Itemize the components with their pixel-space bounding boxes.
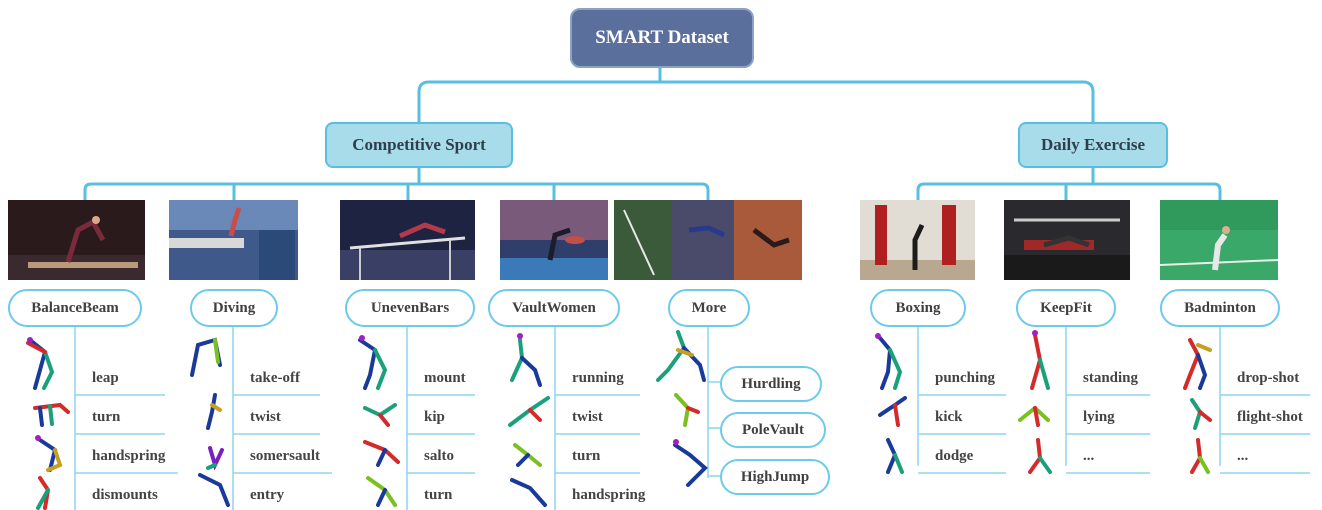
- sport-pill-more: More: [668, 289, 750, 327]
- pose-skeleton-icon: [1028, 438, 1052, 474]
- pose-skeleton-icon: [513, 443, 542, 467]
- sport-label: Badminton: [1184, 299, 1256, 316]
- pose-skeleton-icon: [36, 476, 51, 510]
- action-label: ...: [1237, 448, 1249, 464]
- action-label: kick: [935, 409, 963, 425]
- pose-skeleton-icon: [206, 446, 224, 471]
- pose-skeleton-icon: [1190, 438, 1210, 474]
- action-label: turn: [572, 448, 601, 464]
- action-label: mount: [424, 370, 466, 386]
- pose-skeleton-icon: [1018, 405, 1050, 427]
- action-label: lying: [1083, 409, 1115, 425]
- pose-skeleton-icon: [510, 478, 547, 507]
- pose-skeleton-icon: [1183, 338, 1212, 390]
- pose-skeleton-icon: [35, 435, 63, 472]
- pose-skeleton-icon: [363, 440, 400, 467]
- sport-label: More: [691, 299, 727, 316]
- category-competitive-sport: Competitive Sport: [325, 122, 513, 168]
- pose-skeleton-icon: [33, 402, 70, 427]
- sport-pill-vaultwomen: VaultWomen: [488, 289, 620, 327]
- sport-label: BalanceBeam: [31, 299, 119, 316]
- action-label: twist: [250, 409, 281, 425]
- thumbnail-keepfit: [1004, 200, 1130, 280]
- action-label: leap: [92, 370, 119, 386]
- sport-pill-boxing: Boxing: [870, 289, 966, 327]
- action-label: salto: [424, 448, 454, 464]
- sport-pill-balancebeam: BalanceBeam: [8, 289, 142, 327]
- pose-skeleton-icon: [366, 476, 397, 507]
- sport-label: KeepFit: [1040, 299, 1092, 316]
- pose-skeleton-icon: [656, 330, 706, 382]
- sport-label: UnevenBars: [370, 299, 450, 316]
- pose-skeletons: [26, 330, 1212, 510]
- action-label: turn: [92, 409, 121, 425]
- thumbnail-vaultwomen: [500, 200, 608, 280]
- thumbnail-more: [614, 200, 802, 280]
- pose-skeleton-icon: [878, 396, 907, 427]
- action-label: kip: [424, 409, 445, 425]
- action-label: turn: [424, 487, 453, 503]
- pose-skeleton-icon: [358, 335, 388, 390]
- action-label: entry: [250, 487, 285, 503]
- category-daily-exercise: Daily Exercise: [1018, 122, 1168, 168]
- thumbnail-balancebeam: [8, 200, 145, 280]
- pose-skeleton-icon: [510, 333, 542, 387]
- pose-skeleton-icon: [1030, 330, 1050, 390]
- action-label: flight-shot: [1237, 409, 1303, 425]
- sport-pill-unevenbars: UnevenBars: [345, 289, 475, 327]
- thumbnail-badminton: [1160, 200, 1278, 280]
- action-label: drop-shot: [1237, 370, 1300, 386]
- action-label: handspring: [572, 487, 646, 503]
- root-label: SMART Dataset: [595, 27, 729, 48]
- pose-skeleton-icon: [886, 438, 904, 474]
- thumbnail-boxing: [860, 200, 975, 280]
- pose-skeleton-icon: [508, 396, 550, 427]
- action-label: handspring: [92, 448, 166, 464]
- sport-label: VaultWomen: [512, 299, 596, 316]
- subsport-label: PoleVault: [742, 421, 804, 438]
- subsport-pill-polevault: PoleVault: [720, 412, 826, 448]
- sport-pill-badminton: Badminton: [1160, 289, 1280, 327]
- sport-label: Boxing: [895, 299, 941, 316]
- pose-skeleton-icon: [673, 439, 708, 487]
- thumbnail-unevenbars: [340, 200, 475, 280]
- action-label: take-off: [250, 370, 300, 386]
- sport-pill-keepfit: KeepFit: [1016, 289, 1116, 327]
- subsport-pill-hurdling: Hurdling: [720, 366, 822, 402]
- action-label: ...: [1083, 448, 1095, 464]
- action-label: dodge: [935, 448, 974, 464]
- action-label: dismounts: [92, 487, 158, 503]
- pose-skeleton-icon: [190, 337, 222, 377]
- pose-skeleton-icon: [26, 337, 55, 390]
- pose-skeleton-icon: [198, 473, 230, 507]
- action-label: punching: [935, 370, 996, 386]
- action-label: standing: [1083, 370, 1139, 386]
- pose-skeleton-icon: [674, 393, 700, 427]
- pose-skeleton-icon: [363, 403, 397, 427]
- pose-skeleton-icon: [206, 393, 222, 430]
- action-label: running: [572, 370, 624, 386]
- thumbnail-diving: [169, 200, 298, 280]
- pose-skeleton-icon: [875, 333, 903, 390]
- subsport-pill-highjump: HighJump: [720, 459, 830, 495]
- action-label: twist: [572, 409, 603, 425]
- sport-pill-diving: Diving: [190, 289, 278, 327]
- sport-label: Diving: [212, 299, 256, 316]
- category-label: Competitive Sport: [352, 135, 486, 154]
- pose-skeleton-icon: [1190, 398, 1212, 430]
- subsport-label: HighJump: [740, 468, 810, 485]
- subsport-label: Hurdling: [741, 375, 801, 392]
- category-label: Daily Exercise: [1040, 135, 1146, 154]
- action-label: somersault: [250, 448, 320, 464]
- root-node: SMART Dataset: [570, 8, 754, 68]
